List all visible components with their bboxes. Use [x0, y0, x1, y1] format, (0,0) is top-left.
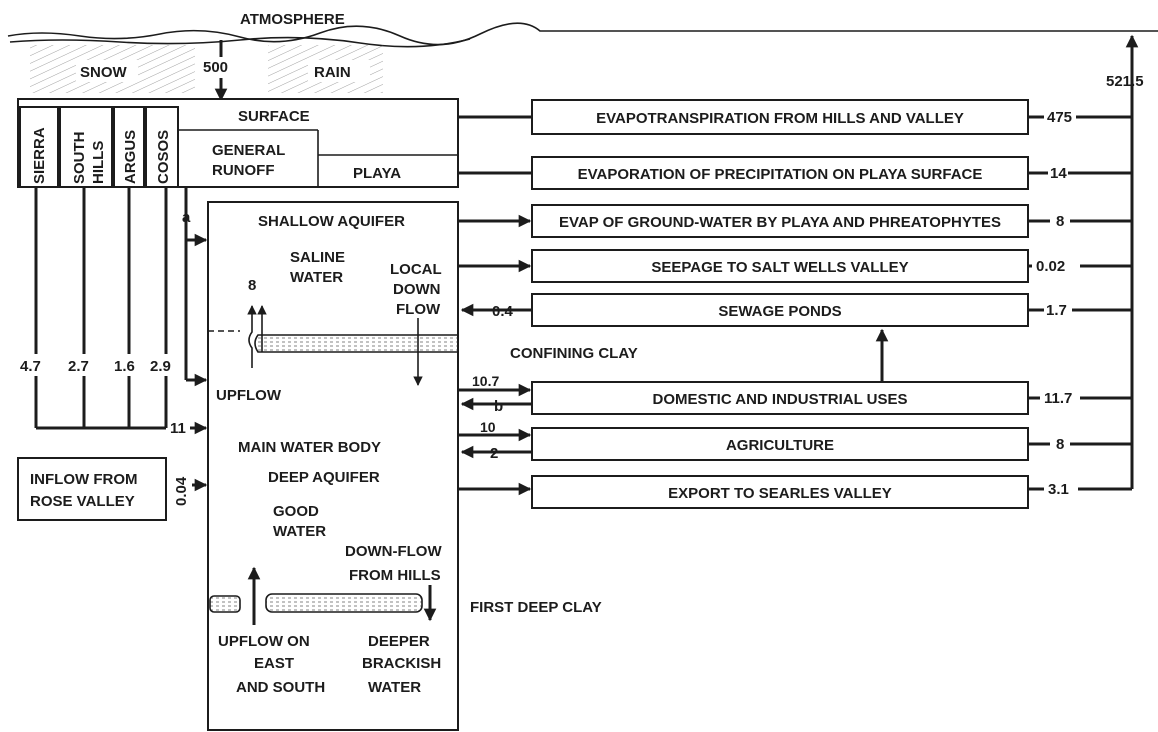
- source-south-hills-label: SOUTH: [71, 132, 88, 185]
- source-cosos-label: COSOS: [155, 130, 172, 184]
- sink-label-seepage: SEEPAGE TO SALT WELLS VALLEY: [651, 259, 908, 276]
- out-evapotranspiration: 475: [1047, 109, 1072, 126]
- rain-label: RAIN: [314, 64, 351, 81]
- out-seepage: 0.02: [1036, 258, 1065, 275]
- svg-text:BRACKISH: BRACKISH: [362, 655, 441, 672]
- first-deep-clay-label: FIRST DEEP CLAY: [470, 599, 602, 616]
- svg-text:WATER: WATER: [368, 679, 421, 696]
- marker-a: a: [182, 209, 191, 226]
- sink-label-phreatophytes: EVAP OF GROUND-WATER BY PLAYA AND PHREAT…: [559, 214, 1001, 231]
- upflow-east-label: UPFLOW ON: [218, 633, 310, 650]
- svg-text:AND SOUTH: AND SOUTH: [236, 679, 325, 696]
- svg-text:ROSE VALLEY: ROSE VALLEY: [30, 493, 135, 510]
- atmosphere-line: [8, 23, 1158, 44]
- confining-clay-label: CONFINING CLAY: [510, 345, 638, 362]
- source-south-hills-value: 2.7: [68, 358, 89, 375]
- svg-text:FLOW: FLOW: [396, 301, 441, 318]
- domestic-return-value: b: [494, 398, 503, 415]
- precip-value: 500: [203, 59, 228, 76]
- domestic-pump-value: 10.7: [472, 373, 499, 389]
- svg-text:WATER: WATER: [273, 523, 326, 540]
- sink-label-evapotranspiration: EVAPOTRANSPIRATION FROM HILLS AND VALLEY: [596, 110, 964, 127]
- recharge-total: 11: [170, 420, 186, 437]
- surface-label: SURFACE: [238, 108, 310, 125]
- agriculture-return-value: 2: [490, 445, 498, 462]
- out-phreatophytes: 8: [1056, 213, 1064, 230]
- confining-clay-lens: [255, 335, 458, 352]
- svg-text:WATER: WATER: [290, 269, 343, 286]
- upflow-value: 8: [248, 277, 256, 294]
- shallow-aquifer-label: SHALLOW AQUIFER: [258, 213, 405, 230]
- total-outflow-value: 521.5: [1106, 73, 1144, 90]
- sink-label-sewage: SEWAGE PONDS: [718, 303, 841, 320]
- outflow-connectors: [1028, 117, 1132, 489]
- down-flow-hills-label: DOWN-FLOW: [345, 543, 442, 560]
- agriculture-pump-value: 10: [480, 419, 496, 435]
- upflow-label: UPFLOW: [216, 387, 282, 404]
- playa-label: PLAYA: [353, 165, 401, 182]
- sink-label-export: EXPORT TO SEARLES VALLEY: [668, 485, 892, 502]
- deep-aquifer-label: DEEP AQUIFER: [268, 469, 380, 486]
- source-sierra-label: SIERRA: [31, 127, 48, 184]
- source-argus-value: 1.6: [114, 358, 135, 375]
- sink-label-playa-evaporation: EVAPORATION OF PRECIPITATION ON PLAYA SU…: [578, 166, 983, 183]
- out-sewage: 1.7: [1046, 302, 1067, 319]
- svg-text:HILLS: HILLS: [90, 141, 107, 184]
- deep-clay-lens-left: [210, 596, 240, 612]
- main-water-body-label: MAIN WATER BODY: [238, 439, 381, 456]
- svg-text:DOWN: DOWN: [393, 281, 441, 298]
- source-boxes: SIERRA SOUTH HILLS ARGUS COSOS: [20, 107, 178, 187]
- out-playa-evaporation: 14: [1050, 165, 1067, 182]
- svg-text:FROM HILLS: FROM HILLS: [349, 567, 441, 584]
- source-argus-label: ARGUS: [122, 130, 139, 184]
- saline-water-label: SALINE: [290, 249, 345, 266]
- sink-label-agriculture: AGRICULTURE: [726, 437, 834, 454]
- inflow-rose-label: INFLOW FROM: [30, 471, 137, 488]
- deeper-brackish-label: DEEPER: [368, 633, 430, 650]
- sink-label-domestic: DOMESTIC AND INDUSTRIAL USES: [652, 391, 907, 408]
- source-cosos-value: 2.9: [150, 358, 171, 375]
- local-down-flow-label: LOCAL: [390, 261, 442, 278]
- source-sierra-value: 4.7: [20, 358, 41, 375]
- out-agriculture: 8: [1056, 436, 1064, 453]
- svg-text:RUNOFF: RUNOFF: [212, 162, 275, 179]
- svg-text:EAST: EAST: [254, 655, 294, 672]
- inflow-rose-box: [18, 458, 166, 520]
- deep-clay-lens-right: [266, 594, 422, 612]
- snow-label: SNOW: [80, 64, 128, 81]
- atmosphere-label: ATMOSPHERE: [240, 11, 345, 28]
- inflow-rose-value: 0.04: [173, 476, 190, 506]
- out-export: 3.1: [1048, 481, 1069, 498]
- general-runoff-label: GENERAL: [212, 142, 285, 159]
- out-domestic: 11.7: [1044, 390, 1072, 407]
- good-water-label: GOOD: [273, 503, 319, 520]
